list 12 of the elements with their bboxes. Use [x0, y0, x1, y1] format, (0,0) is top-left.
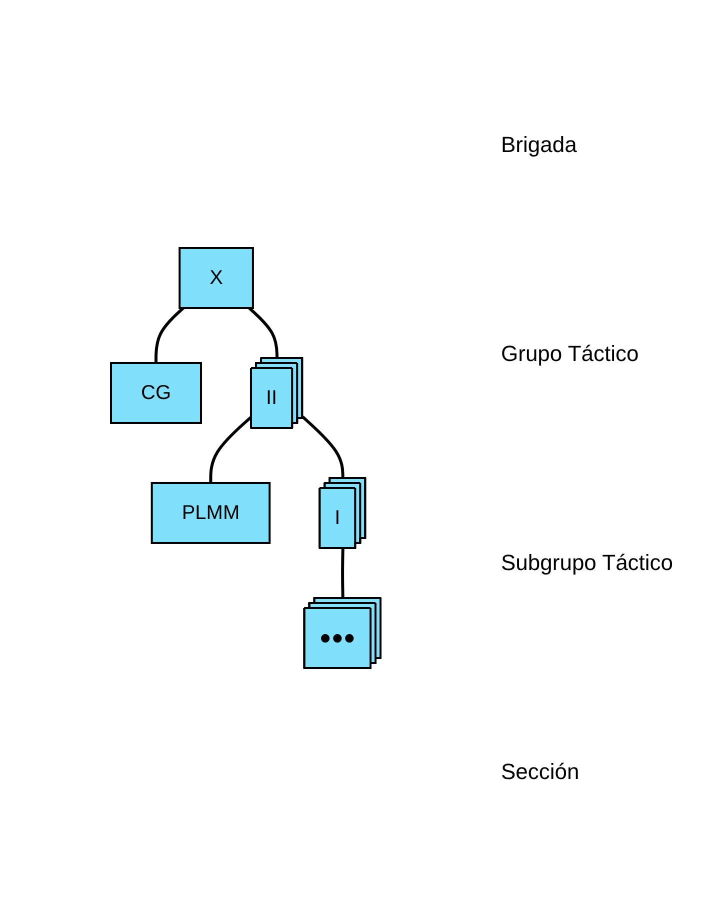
connector — [208, 416, 252, 483]
connector — [340, 548, 344, 599]
level-label: Subgrupo Táctico — [501, 550, 674, 576]
level-label: Sección — [501, 758, 580, 784]
connector — [301, 416, 344, 479]
connector — [154, 306, 184, 363]
node-box: X — [178, 247, 254, 309]
node-box: PLMM — [150, 482, 270, 544]
level-label: Grupo Táctico — [501, 340, 640, 366]
level-label: Brigada — [501, 132, 578, 158]
connector — [248, 306, 278, 359]
node-box: CG — [110, 362, 202, 424]
